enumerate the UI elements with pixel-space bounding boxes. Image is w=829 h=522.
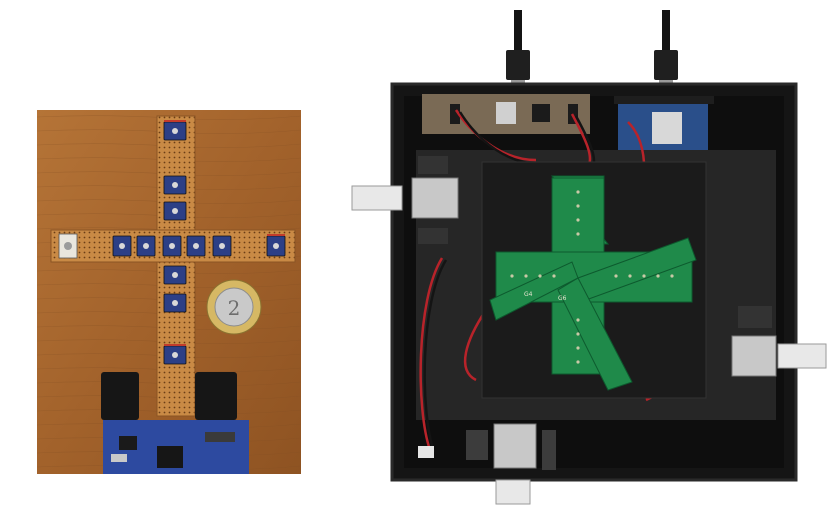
top-panel (422, 94, 590, 134)
bottom-ports (466, 423, 556, 505)
coin-label: 2 (228, 296, 241, 320)
sensor-array-illustration: 2 (37, 110, 301, 474)
right-ports (731, 306, 827, 377)
usb-cables (506, 10, 678, 90)
pcb-silkscreen-2: G4 (524, 291, 533, 298)
pcb-pads (510, 190, 674, 364)
perfboard-vertical (156, 115, 196, 417)
pcb-silkscreen-1: G6 (558, 295, 567, 302)
sensor-modules (58, 120, 286, 365)
enclosure-photo: G6 G4 (346, 10, 829, 522)
white-connector (418, 446, 434, 458)
connectors (101, 372, 237, 420)
green-cross-pcb (489, 175, 697, 391)
base-board (103, 420, 249, 474)
sensor-array-photo: 2 (37, 110, 301, 474)
side-ports (351, 156, 459, 244)
enclosure-illustration: G6 G4 (351, 10, 827, 505)
euro-coin: 2 (206, 279, 262, 335)
